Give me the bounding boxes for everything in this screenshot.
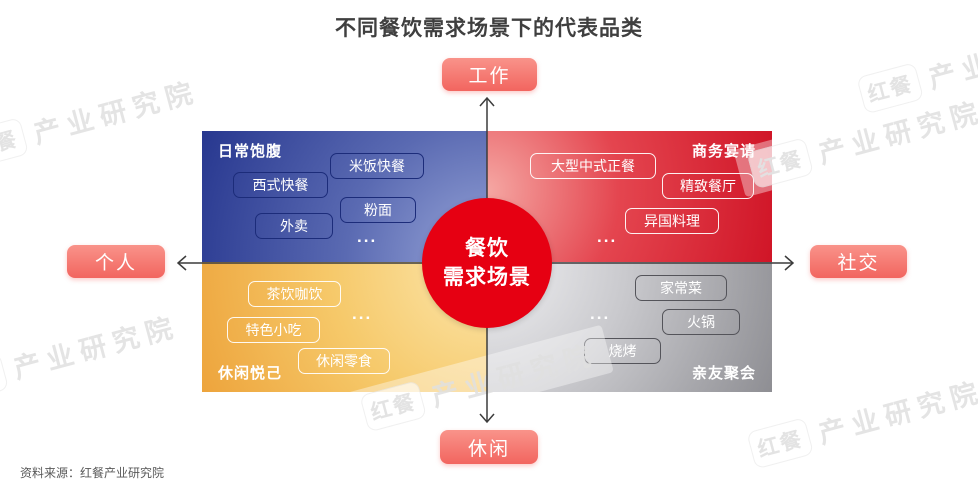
- ellipsis: ...: [357, 227, 378, 246]
- center-circle: 餐饮 需求场景: [422, 198, 552, 328]
- brand-logo-icon: 红餐: [746, 416, 814, 469]
- quadrant-daily-satiety: 日常饱腹 米饭快餐 西式快餐 粉面 外卖 ...: [202, 131, 487, 262]
- category-pill: 精致餐厅: [662, 173, 754, 199]
- category-pill: 火锅: [662, 308, 740, 335]
- ellipsis: ...: [590, 303, 611, 323]
- watermark: 红餐 产业研究院: [0, 61, 216, 178]
- watermark: 红餐 产业研究院: [0, 296, 196, 413]
- quadrant-matrix: 日常饱腹 米饭快餐 西式快餐 粉面 外卖 ... 商务宴请 大型中式正餐 精致餐…: [202, 131, 772, 392]
- category-pill: 米饭快餐: [330, 153, 424, 179]
- page-title: 不同餐饮需求场景下的代表品类: [335, 17, 643, 40]
- category-pill: 家常菜: [635, 274, 727, 301]
- axis-label-work: 工作: [442, 58, 537, 91]
- brand-logo-icon: 红餐: [0, 351, 9, 404]
- brand-logo-icon: 红餐: [856, 61, 924, 114]
- quadrant-title: 亲友聚会: [691, 365, 756, 382]
- data-source-note: 资料来源：红餐产业研究院: [20, 466, 165, 480]
- category-pill: 大型中式正餐: [530, 153, 656, 179]
- center-circle-line1: 餐饮: [465, 237, 509, 260]
- axis-label-leisure: 休闲: [440, 430, 538, 464]
- axis-label-social: 社交: [810, 245, 907, 278]
- category-pill: 休闲零食: [298, 347, 390, 374]
- center-circle-line2: 需求场景: [443, 266, 531, 289]
- quadrant-title: 商务宴请: [691, 143, 756, 160]
- category-pill: 烧烤: [584, 337, 661, 364]
- quadrant-title: 休闲悦己: [218, 365, 283, 382]
- category-pill: 外卖: [255, 213, 333, 239]
- category-pill: 粉面: [340, 197, 416, 223]
- ellipsis: ...: [352, 303, 373, 323]
- quadrant-business-banquet: 商务宴请 大型中式正餐 精致餐厅 异国料理 ...: [487, 131, 772, 262]
- category-pill: 茶饮咖饮: [248, 280, 341, 307]
- ellipsis: ...: [597, 227, 618, 246]
- quadrant-title: 日常饱腹: [218, 143, 283, 160]
- category-pill: 特色小吃: [227, 316, 320, 343]
- axis-label-personal: 个人: [67, 245, 165, 278]
- brand-logo-icon: 红餐: [0, 116, 29, 169]
- category-pill: 异国料理: [625, 208, 719, 234]
- category-pill: 西式快餐: [233, 172, 328, 198]
